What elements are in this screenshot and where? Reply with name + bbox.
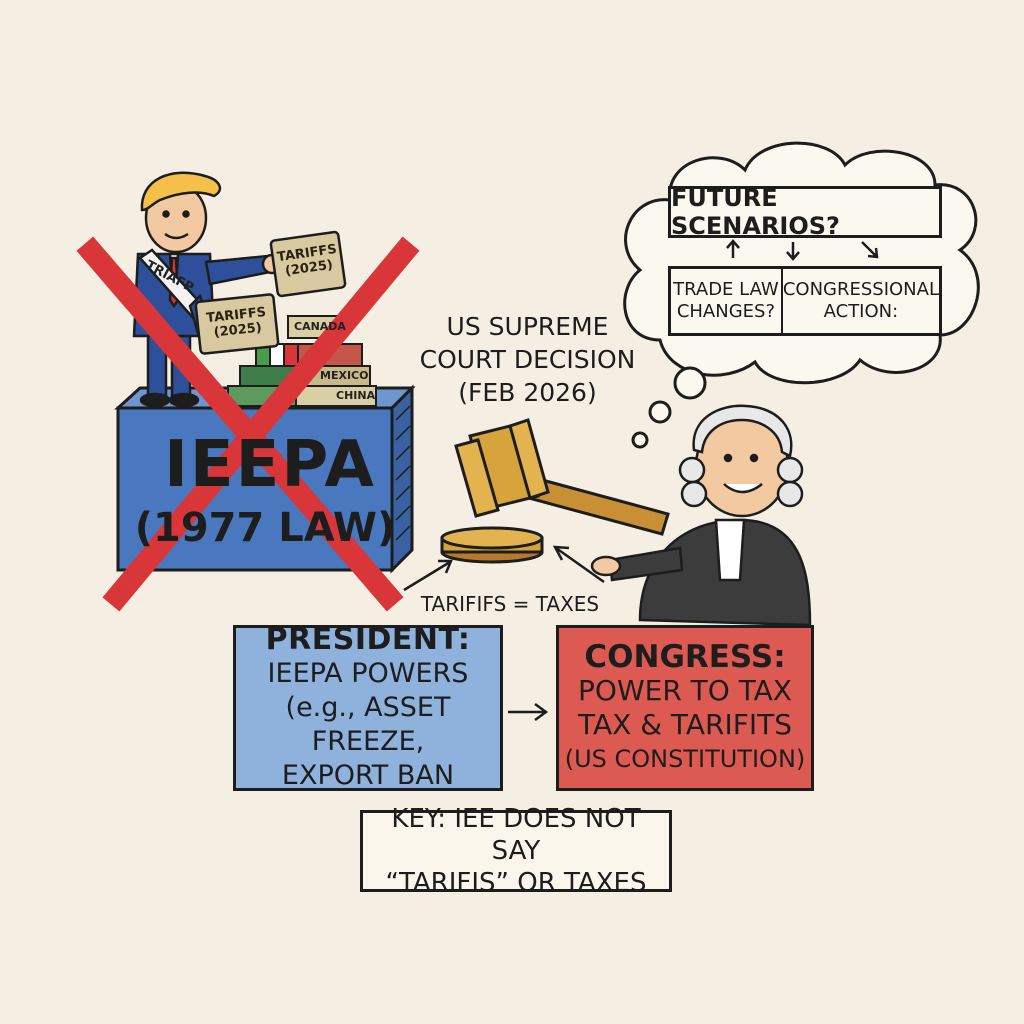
congress-line1: POWER TO TAX xyxy=(578,674,792,707)
gavel xyxy=(440,418,670,564)
president-heading: PRESIDENT: xyxy=(265,622,471,657)
scenario-congressional-action: CONGRESSIONAL ACTION: xyxy=(783,269,939,333)
connector-arrows xyxy=(403,545,605,722)
crate-mexico: MEXICO xyxy=(320,369,369,382)
congress-line3: (US CONSTITUTION) xyxy=(564,745,806,773)
president-line2: (e.g., ASSET FREEZE, xyxy=(285,692,451,757)
tariff-stamps xyxy=(194,230,347,355)
court-line2: COURT DECISION xyxy=(419,345,636,374)
scenario-arrows xyxy=(726,239,879,261)
scenario-congress-line1: CONGRESSIONAL xyxy=(782,279,939,300)
scenario-congress-line2: ACTION: xyxy=(823,301,899,322)
crate-canada: CANADA xyxy=(294,320,346,333)
congress-powers-box: CONGRESS: POWER TO TAX TAX & TARIFITS (U… xyxy=(556,625,814,791)
court-decision-label: US SUPREME COURT DECISION (FEB 2026) xyxy=(415,310,640,409)
ieepa-block-subtitle: (1977 LAW) xyxy=(134,505,396,551)
court-line1: US SUPREME xyxy=(446,312,609,341)
judge-figure xyxy=(590,404,812,627)
crate-china: CHINA xyxy=(336,389,376,402)
court-line3: (FEB 2026) xyxy=(458,378,597,407)
scenario-trade-law-line2: CHANGES? xyxy=(676,301,775,322)
congress-heading: CONGRESS: xyxy=(584,639,786,675)
future-scenarios-title: FUTURE SCENARIOS? xyxy=(668,184,942,240)
ieepa-block-title: IEEPA xyxy=(164,428,376,502)
president-powers-box: PRESIDENT: IEEPA POWERS (e.g., ASSET FRE… xyxy=(233,622,503,791)
cross-out-mark xyxy=(76,236,420,612)
scenario-trade-law-line1: TRADE LAW xyxy=(673,279,779,300)
scenario-trade-law: TRADE LAW CHANGES? xyxy=(671,269,783,333)
president-line3: EXPORT BAN xyxy=(281,760,455,791)
future-scenarios-options: TRADE LAW CHANGES? CONGRESSIONAL ACTION: xyxy=(668,266,942,336)
key-line2: “TARIFIS” OR TAXES xyxy=(385,868,647,898)
key-note-box: KEY: IEE DOES NOT SAY “TARIFIS” OR TAXES xyxy=(360,804,672,898)
tariffs-equals-taxes-label: TARIFIFS = TAXES xyxy=(420,592,600,616)
president-line1: IEEPA POWERS xyxy=(267,658,469,689)
key-line1: KEY: IEE DOES NOT SAY xyxy=(391,804,641,866)
congress-line2: TAX & TARIFITS xyxy=(578,708,792,741)
